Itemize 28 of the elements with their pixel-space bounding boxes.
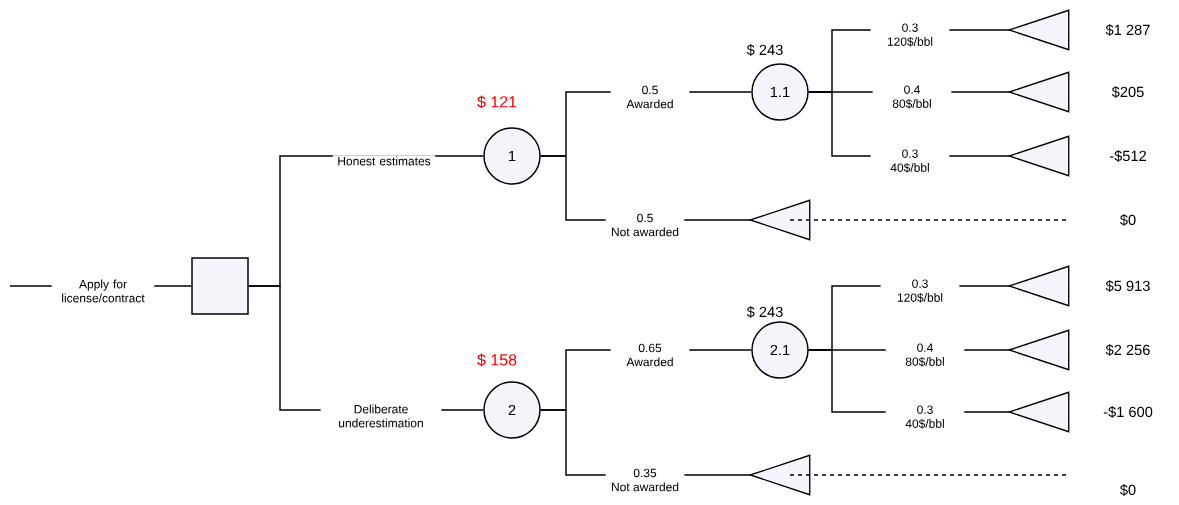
- value-label: $ 121: [477, 95, 517, 109]
- value-label: $ 243: [746, 44, 783, 56]
- value-label: $ 243: [746, 306, 783, 318]
- edge-label: Deliberate underestimation: [320, 403, 442, 429]
- edge-label: 0.5 Awarded: [610, 84, 690, 110]
- edge-label: 0.65 Awarded: [610, 342, 690, 368]
- edge-label: 0.3 40$/bbl: [885, 404, 965, 430]
- edge-label: 0.4 80$/bbl: [885, 342, 965, 368]
- value-label: -$1 600: [1103, 406, 1153, 418]
- edge-label: Apply for license/contract: [51, 278, 155, 304]
- edge-label: 0.3 120$/bbl: [880, 278, 960, 304]
- edge-label: Honest estimates: [332, 155, 436, 167]
- value-label: -$512: [1109, 150, 1146, 162]
- value-label: $5 913: [1105, 280, 1150, 292]
- edge-label: 0.4 80$/bbl: [872, 84, 952, 110]
- edge-label: 0.3 120$/bbl: [870, 22, 950, 48]
- value-label: $205: [1111, 86, 1144, 98]
- value-label: $1 287: [1105, 24, 1150, 36]
- value-label: $0: [1120, 484, 1136, 496]
- edge-label: 0.3 40$/bbl: [870, 148, 950, 174]
- edge-label: 0.35 Not awarded: [605, 467, 685, 493]
- branch-line: [789, 474, 1069, 476]
- decision-box: [191, 257, 249, 315]
- edge-label: 0.5 Not awarded: [605, 212, 685, 238]
- branch-line: [789, 219, 1069, 221]
- value-label: $0: [1120, 214, 1136, 226]
- value-label: $2 256: [1105, 344, 1150, 356]
- value-label: $ 158: [477, 353, 517, 367]
